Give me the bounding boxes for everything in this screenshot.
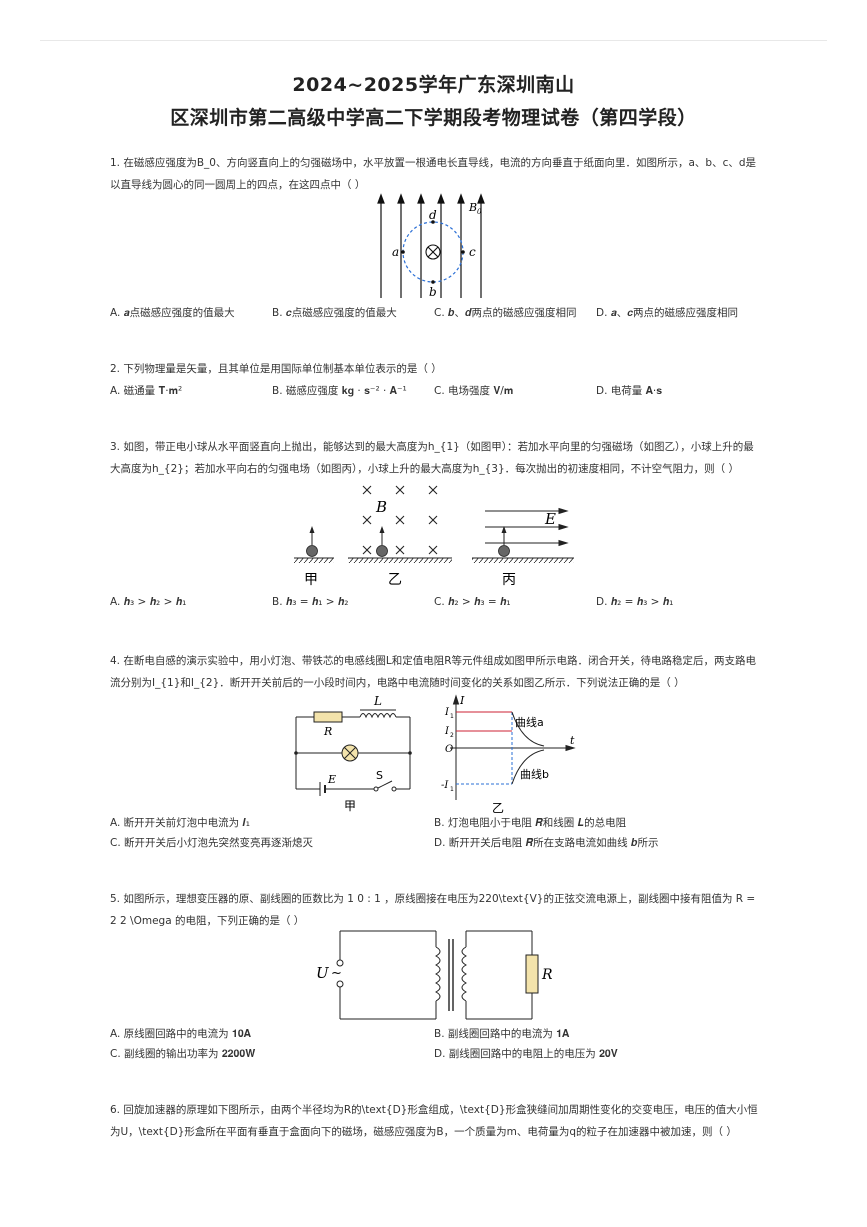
question-5-figure: U ~ R — [310, 925, 570, 1025]
q3-option-d[interactable]: D. 𝒉₂ = 𝒉₃ > 𝒉₁ — [596, 596, 674, 608]
neg-i1-label: -I — [441, 780, 449, 791]
question-3-figure: 甲 B 乙 E 丙 — [290, 478, 580, 590]
question-4-circuit-figure: L R E S 甲 — [288, 693, 418, 813]
question-4-graph-figure: I t O I 1 I 2 -I 1 曲线a 曲线b 乙 — [440, 692, 580, 816]
voltage-u-label: U — [316, 964, 330, 982]
label-bing: 丙 — [502, 572, 516, 588]
point-a-label: a — [392, 245, 399, 259]
question-1-figure: a c d b B 0 — [365, 193, 495, 303]
question-1-stem: 1. 在磁感应强度为B_0、方向竖直向上的匀强磁场中，水平放置一根通电长直导线，… — [110, 157, 757, 191]
question-2-stem: 2. 下列物理量是矢量，且其单位是用国际单位制基本单位表示的是（ ） — [110, 363, 442, 375]
point-c-label: c — [469, 245, 476, 259]
q4-option-a[interactable]: A. 断开开关前灯泡中电流为 𝑰₁ — [110, 817, 250, 829]
axis-t-label: t — [570, 734, 575, 747]
q2-option-c[interactable]: C. 电场强度 𝐕/𝐦 — [434, 385, 514, 397]
question-4-stem: 4. 在断电自感的演示实验中，用小灯泡、带铁芯的电感线圈L和定值电阻R等元件组成… — [110, 655, 756, 689]
q1-option-b[interactable]: B. 𝒄点磁感应强度的值最大 — [272, 307, 397, 319]
question-3-stem: 3. 如图，带正电小球从水平面竖直向上抛出，能够达到的最大高度为h_{1}（如图… — [110, 441, 754, 475]
inductor-l-label: L — [373, 694, 382, 708]
q3-option-b[interactable]: B. 𝒉₃ = 𝒉₁ > 𝒉₂ — [272, 596, 349, 608]
label-yi-graph: 乙 — [492, 801, 504, 815]
origin-label: O — [445, 744, 453, 755]
i1-label: I — [444, 707, 450, 718]
q4-option-b[interactable]: B. 灯泡电阻小于电阻 𝑹和线圈 𝑳的总电阻 — [434, 817, 627, 829]
field-b0-label: B — [468, 201, 477, 214]
q1-option-c[interactable]: C. 𝒃、𝒅两点的磁感应强度相同 — [434, 307, 577, 319]
question-5-stem: 5. 如图所示，理想变压器的原、副线圈的匝数比为 1 0 : 1 ，原线圈接在电… — [110, 893, 756, 927]
page-title-line2: 区深圳市第二高级中学高二下学期段考物理试卷（第四学段） — [170, 107, 697, 129]
q3-option-c[interactable]: C. 𝒉₂ > 𝒉₃ = 𝒉₁ — [434, 596, 511, 608]
field-b-label: B — [375, 498, 387, 516]
i2-label: I — [444, 726, 450, 737]
field-b0-subscript: 0 — [477, 208, 482, 216]
q2-option-b[interactable]: B. 磁感应强度 𝐤𝐠 · 𝐬⁻² · 𝐀⁻¹ — [272, 385, 407, 397]
source-e-label: E — [327, 773, 336, 786]
q2-option-a[interactable]: A. 磁通量 𝐓·𝐦² — [110, 385, 183, 397]
q5-option-d[interactable]: D. 副线圈回路中的电阻上的电压为 𝟐𝟎𝐕 — [434, 1048, 618, 1060]
point-d-label: d — [429, 208, 437, 222]
switch-s-label: S — [376, 769, 383, 782]
page-title-line1: 2024~2025学年广东深圳南山 — [292, 74, 575, 96]
q4-option-d[interactable]: D. 断开开关后电阻 𝑹所在支路电流如曲线 𝒃所示 — [434, 837, 659, 849]
label-jia: 甲 — [304, 572, 318, 588]
neg-i1-subscript: 1 — [450, 786, 454, 793]
q5-option-b[interactable]: B. 副线圈回路中的电流为 𝟏𝐀 — [434, 1028, 570, 1040]
point-b-label: b — [429, 285, 437, 299]
resistor-r-label: R — [541, 967, 553, 983]
curve-a-label: 曲线a — [515, 715, 544, 729]
q5-option-a[interactable]: A. 原线圈回路中的电流为 𝟏𝟎𝐀 — [110, 1028, 252, 1040]
field-e-label: E — [544, 510, 556, 528]
q1-option-a[interactable]: A. 𝒂点磁感应强度的值最大 — [110, 307, 235, 319]
question-6-stem: 6. 回旋加速器的原理如下图所示，由两个半径均为R的\text{D}形盒组成，\… — [110, 1104, 758, 1138]
top-divider — [40, 40, 827, 41]
label-jia-circuit: 甲 — [344, 799, 356, 813]
q2-option-d[interactable]: D. 电荷量 𝐀·𝐬 — [596, 385, 663, 397]
ac-tilde-label: ~ — [331, 966, 342, 981]
q3-option-a[interactable]: A. 𝒉₃ > 𝒉₂ > 𝒉₁ — [110, 596, 187, 608]
i1-subscript: 1 — [450, 713, 454, 720]
label-yi: 乙 — [388, 572, 402, 588]
i2-subscript: 2 — [450, 732, 454, 739]
q5-option-c[interactable]: C. 副线圈的输出功率为 𝟐𝟐𝟎𝟎𝐖 — [110, 1048, 256, 1060]
axis-i-label: I — [459, 694, 465, 707]
q1-option-d[interactable]: D. 𝒂、𝒄两点的磁感应强度相同 — [596, 307, 739, 319]
resistor-r-label: R — [323, 725, 332, 738]
q4-option-c[interactable]: C. 断开开关后小灯泡先突然变亮再逐渐熄灭 — [110, 837, 314, 849]
curve-b-label: 曲线b — [520, 767, 549, 781]
